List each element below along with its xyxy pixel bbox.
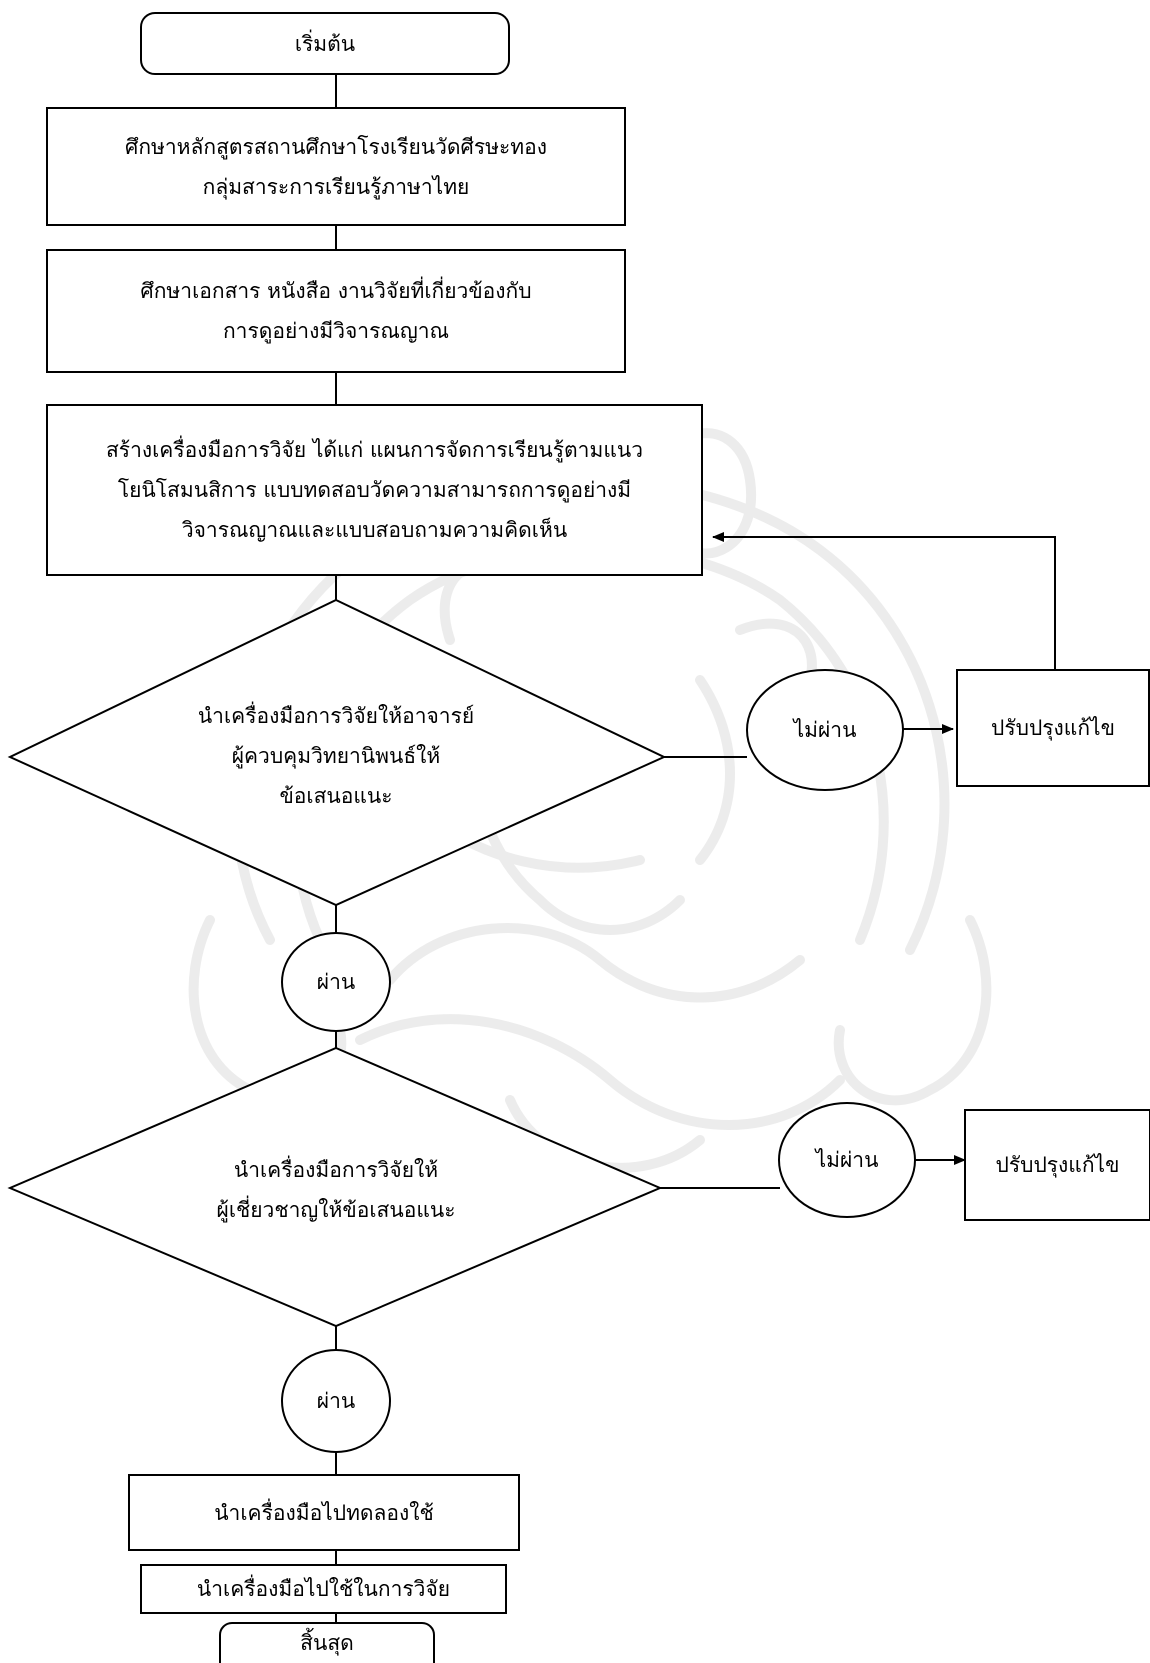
pass-1-label: ผ่าน [316, 970, 356, 994]
revise-2-label: ปรับปรุงแก้ไข [995, 1153, 1120, 1177]
study-documents-label: ศึกษาเอกสาร หนังสือ งานวิจัยที่เกี่ยวข้อ… [140, 279, 532, 343]
revise-1-box [956, 669, 1150, 787]
fail-2-label: ไม่ผ่าน [815, 1148, 879, 1172]
feedback-arrow [712, 532, 1056, 670]
pass-1-circle [281, 932, 391, 1032]
revise-1-label: ปรับปรุงแก้ไข [991, 716, 1115, 740]
expert-review-decision [7, 1046, 663, 1328]
end-terminal [219, 1622, 435, 1663]
create-tools-label: สร้างเครื่องมือการวิจัย ได้แก่ แผนการจัด… [105, 438, 644, 542]
start-terminal [140, 12, 510, 75]
study-curriculum-label: ศึกษาหลักสูตรสถานศึกษาโรงเรียนวัดศีรษะทอ… [125, 134, 547, 199]
start-label: เริ่มต้น [294, 31, 356, 56]
end-label: สิ้นสุด [300, 1631, 354, 1655]
pass-2-circle [281, 1349, 391, 1453]
use-in-research-box [140, 1564, 507, 1614]
study-documents-box [46, 249, 626, 373]
use-in-research-label: นำเครื่องมือไปใช้ในการวิจัย [196, 1577, 451, 1601]
fail-1-circle [746, 669, 904, 791]
fail-2-circle [778, 1102, 916, 1218]
advisor-review-decision [7, 598, 667, 907]
fail-1-label: ไม่ผ่าน [793, 718, 857, 742]
tryout-box [128, 1474, 520, 1551]
study-curriculum-box [46, 107, 626, 226]
pass-2-label: ผ่าน [316, 1389, 356, 1413]
tryout-label: นำเครื่องมือไปทดลองใช้ [214, 1500, 434, 1525]
revise-2-box [964, 1109, 1150, 1221]
expert-review-label: นำเครื่องมือการวิจัยให้ ผู้เชี่ยวชาญให้ข… [216, 1158, 456, 1222]
create-tools-box [46, 404, 703, 576]
advisor-review-label: นำเครื่องมือการวิจัยให้อาจารย์ ผู้ควบคุม… [197, 704, 475, 808]
